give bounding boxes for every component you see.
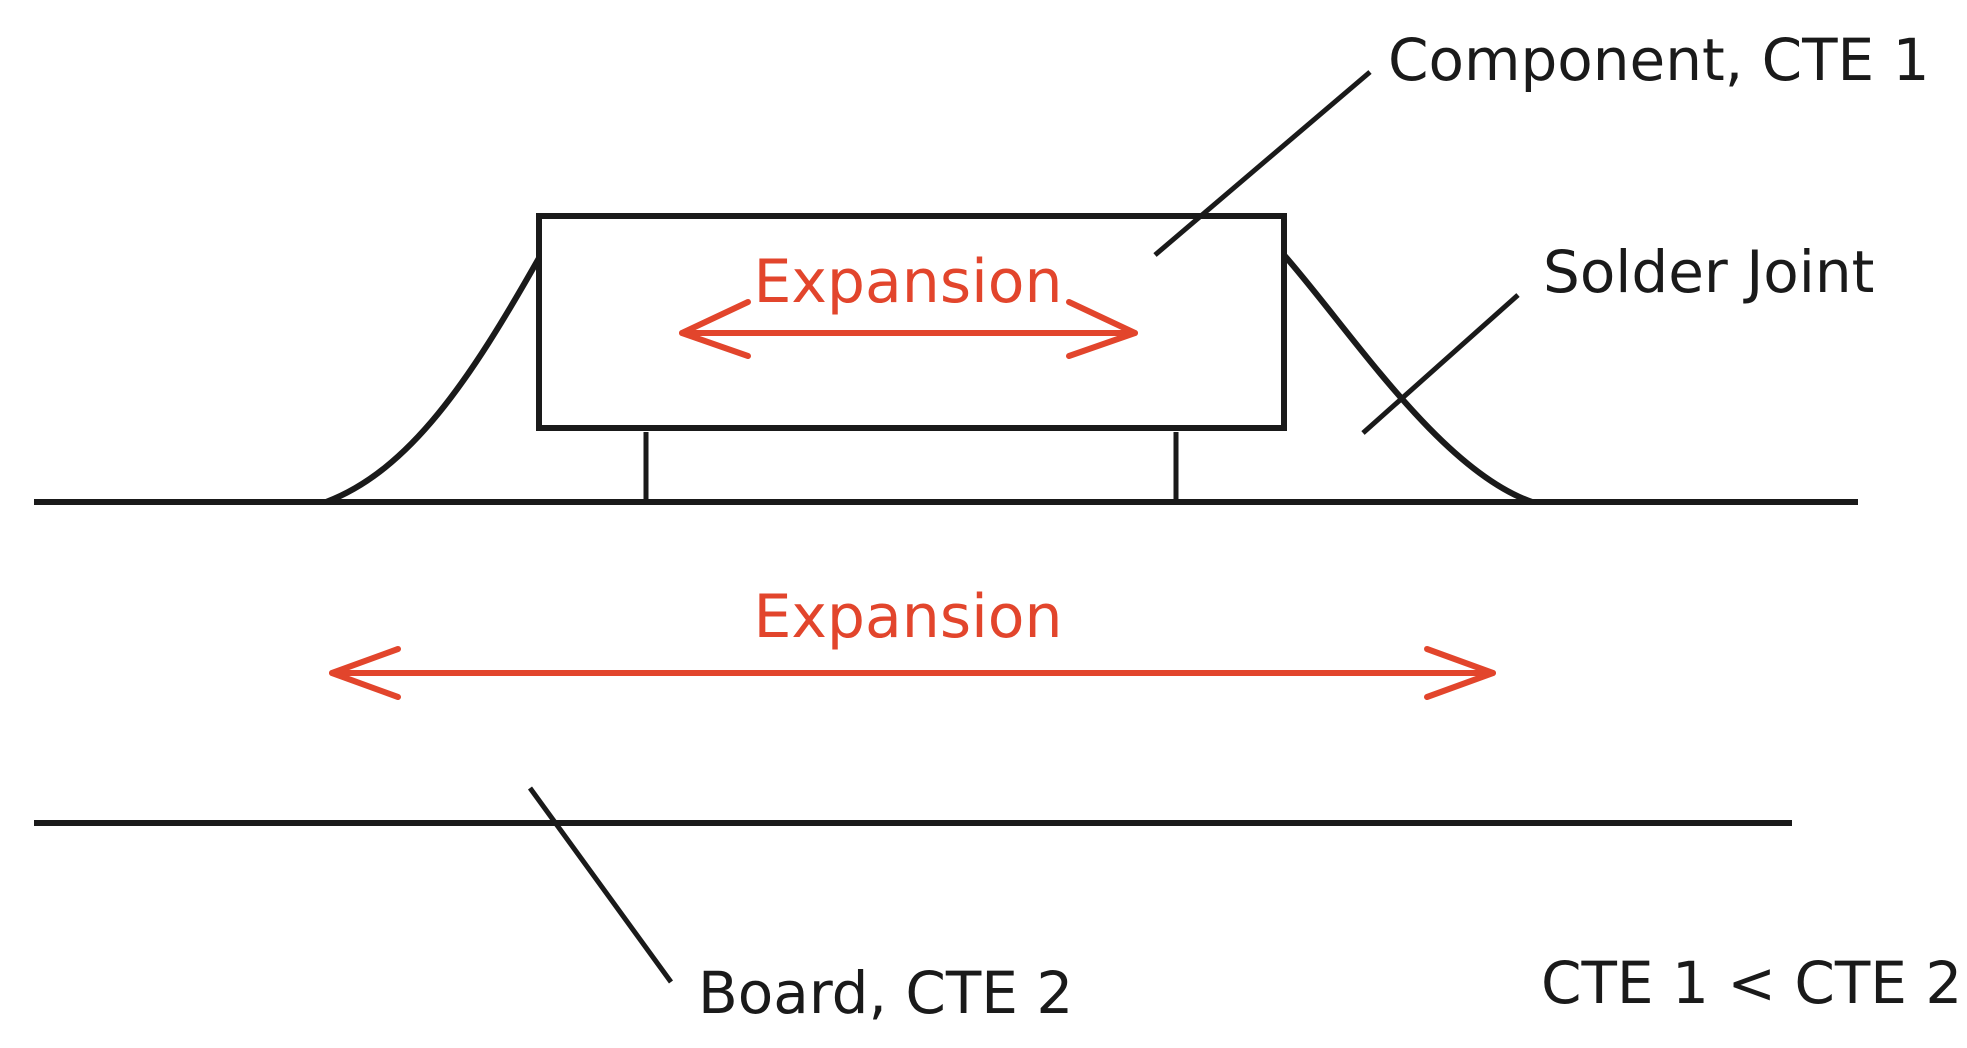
- expansion-arrow-component: [679, 299, 1138, 359]
- component-body: [536, 213, 1287, 431]
- expansion-arrow-board: [329, 646, 1496, 700]
- label-component: Component, CTE 1: [1388, 26, 1930, 94]
- leader-line-board: [527, 786, 674, 984]
- solder-fillet-left: [324, 256, 542, 505]
- leader-line-solder-joint: [1361, 293, 1520, 435]
- label-board: Board, CTE 2: [698, 959, 1073, 1027]
- label-expansion-component: Expansion: [754, 247, 1063, 317]
- leader-line-component: [1153, 70, 1372, 257]
- label-expansion-board: Expansion: [754, 582, 1063, 652]
- solder-fillet-right: [1281, 253, 1533, 505]
- label-solder-joint: Solder Joint: [1543, 238, 1874, 306]
- label-cte-relation: CTE 1 < CTE 2: [1541, 949, 1962, 1017]
